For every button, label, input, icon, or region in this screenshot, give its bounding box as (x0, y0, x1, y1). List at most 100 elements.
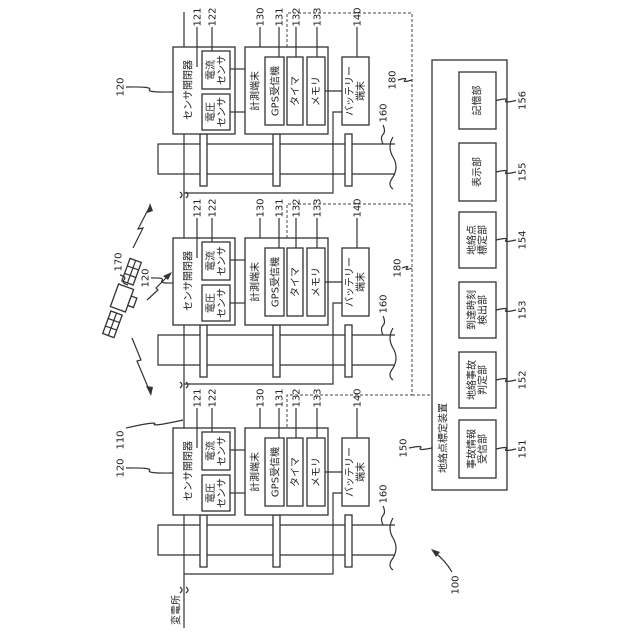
memory-label-text: メモリ (312, 267, 323, 297)
system-ref: 100 (451, 575, 462, 594)
pole-ref-text: 160 (379, 484, 390, 503)
leader-line (126, 420, 183, 428)
ref-terminal-text: 130 (256, 388, 267, 407)
sensor-switch-label: センサ開閉器 (183, 441, 195, 501)
ref-memory-text: 133 (313, 198, 324, 217)
memory-label: メモリ (312, 267, 323, 297)
ref-current_sensor: 122 (208, 388, 219, 407)
device-module-ref: 154 (518, 230, 529, 249)
region-ref: 180 (388, 70, 399, 89)
device-module-label: 記憶部 (471, 86, 484, 116)
gps-receiver-label-text: GPS受信機 (269, 66, 282, 116)
battery-terminal-label-text: 端末 (354, 81, 367, 101)
battery-terminal-label-text: バッテリー (344, 66, 356, 116)
ref-memory-text: 133 (313, 7, 324, 26)
device-module-label-text: 記憶部 (471, 86, 484, 116)
ref-battery: 140 (353, 388, 364, 407)
timer-label: タイマ (290, 267, 302, 297)
battery-terminal-label-text: バッテリー (344, 257, 356, 307)
device-module-label: 地絡事故判定部 (465, 360, 489, 400)
ref-current_sensor-text: 122 (208, 198, 219, 217)
ground-line-ref-text: 110 (116, 430, 127, 449)
measurement-terminal-label-text: 計測端末 (249, 452, 262, 492)
ref-gps-text: 131 (275, 198, 286, 217)
device-module-ref-text: 156 (518, 91, 529, 110)
ref-sensor_leader_ref: 121 (193, 388, 204, 407)
battery-terminal-label-text: バッテリー (344, 447, 356, 497)
ref-timer: 132 (292, 198, 303, 217)
mount-bracket (200, 515, 207, 567)
device-module-ref-text: 153 (518, 300, 529, 319)
ref-current_sensor: 122 (208, 198, 219, 217)
arrowhead (146, 386, 153, 396)
memory-label-text: メモリ (312, 457, 323, 487)
mount-bracket (200, 325, 207, 377)
sensor-switch-ref-text: 120 (116, 458, 127, 477)
pole-break-mark (390, 137, 396, 189)
substation-label-text: 変電所 (170, 595, 183, 625)
ref-timer-text: 132 (292, 7, 303, 26)
current-sensor-label-text: センサ (216, 55, 228, 85)
ref-sensor_leader_ref-text: 121 (193, 198, 204, 217)
timer-label: タイマ (290, 76, 302, 106)
voltage-sensor-label-text: 電圧 (205, 102, 217, 122)
ref-current_sensor-text: 122 (208, 7, 219, 26)
gps-receiver-label: GPS受信機 (269, 257, 282, 307)
ref-timer: 132 (292, 7, 303, 26)
timer-label: タイマ (290, 457, 302, 487)
sensor-unit: センサ開閉器電流センサ電圧センサ計測端末GPS受信機タイマメモリバッテリー端末1… (116, 7, 397, 193)
pole-ref: 160 (379, 484, 390, 503)
ref-gps: 131 (275, 7, 286, 26)
device-module-ref: 151 (518, 439, 529, 458)
pole-break-mark (390, 518, 396, 570)
ref-battery: 140 (353, 7, 364, 26)
ref-sensor_leader_ref-text: 121 (193, 7, 204, 26)
signal-arrow-icon (132, 338, 150, 392)
ref-sensor_leader_ref-text: 121 (193, 388, 204, 407)
current-sensor-label-text: 電流 (204, 251, 217, 271)
voltage-sensor-label-text: センサ (216, 97, 228, 127)
sensor-switch-label-text: センサ開閉器 (183, 441, 195, 501)
device-module-label: 地絡点標定部 (465, 225, 489, 255)
region-ref-text: 180 (393, 258, 404, 277)
sensor-unit: センサ開閉器電流センサ電圧センサ計測端末GPS受信機タイマメモリバッテリー端末1… (116, 388, 397, 574)
leader-line (126, 468, 173, 473)
ref-timer-text: 132 (292, 198, 303, 217)
gps-receiver-label-text: GPS受信機 (269, 447, 282, 497)
ground-line-ref: 110 (116, 430, 127, 449)
pole-ref-text: 160 (379, 103, 390, 122)
mount-bracket (345, 325, 352, 377)
ref-sensor_leader_ref: 121 (193, 198, 204, 217)
ref-gps-text: 131 (275, 7, 286, 26)
battery-terminal-label-text: 端末 (354, 462, 367, 482)
memory-label-text: メモリ (312, 76, 323, 106)
device-module-label-text: 表示部 (471, 157, 484, 187)
current-sensor-label-text: センサ (216, 246, 228, 276)
ref-gps: 131 (275, 198, 286, 217)
ref-terminal-text: 130 (256, 198, 267, 217)
mount-bracket (273, 515, 280, 567)
gps-receiver-label-text: GPS受信機 (269, 257, 282, 307)
leader-line (382, 316, 385, 335)
leader-line (402, 267, 412, 270)
device-label-text: 地絡点標定装置 (437, 403, 450, 473)
ref-current_sensor: 122 (208, 7, 219, 26)
ref-timer-text: 132 (292, 388, 303, 407)
device-module-ref: 153 (518, 300, 529, 319)
device-label: 地絡点標定装置 (437, 403, 450, 473)
device-ref: 150 (399, 438, 410, 457)
arrowhead (147, 203, 153, 213)
measurement-terminal-label: 計測端末 (249, 71, 262, 111)
pole-ref: 160 (379, 294, 390, 313)
pole-break-mark (390, 328, 396, 380)
leader-line (409, 447, 432, 450)
sensor-switch-label-text: センサ開閉器 (183, 60, 195, 120)
substation-label: 変電所 (170, 595, 183, 625)
device-ref-text: 150 (399, 438, 410, 457)
pole-ref-text: 160 (379, 294, 390, 313)
sensor-switch-label: センサ開閉器 (183, 251, 195, 311)
ref-terminal-text: 130 (256, 7, 267, 26)
mount-bracket (345, 134, 352, 186)
device-module-label-text: 地絡事故 (465, 360, 478, 400)
